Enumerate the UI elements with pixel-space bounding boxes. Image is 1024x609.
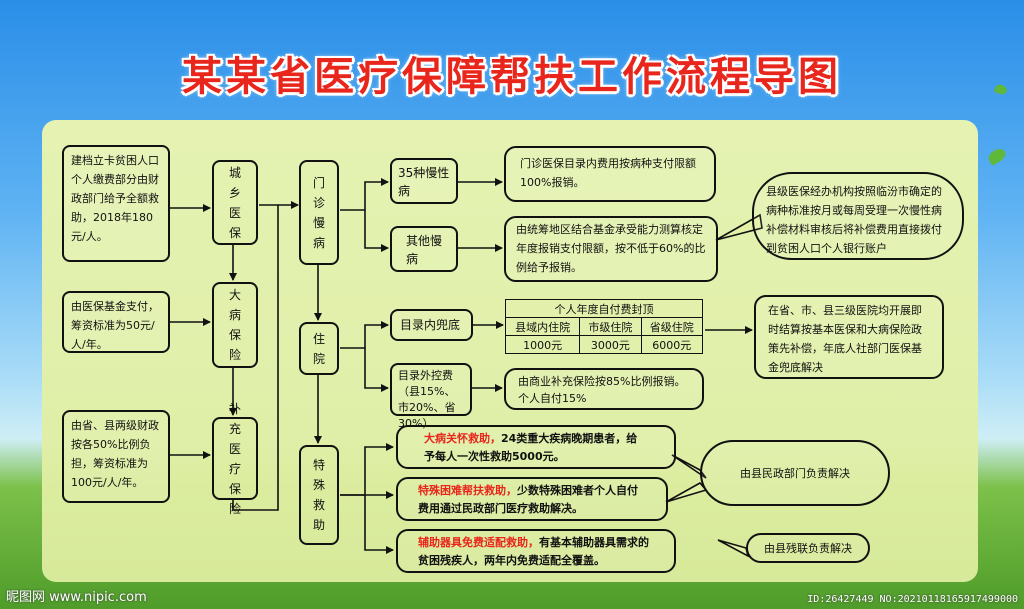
node-label: 特殊救助 xyxy=(312,458,325,532)
callout-outpatient-settlement: 县级医保经办机构按照临汾市确定的病种标准按月或每周受理一次慢性病补偿材料审核后将… xyxy=(752,172,964,260)
table-cell: 1000元 xyxy=(504,335,581,354)
note-fiscal-burden: 由省、县两级财政按各50%比例负担，筹资标准为100元/人/年。 xyxy=(62,410,170,503)
callout-text: 由县残联负责解决 xyxy=(764,541,852,555)
callout-disabled-federation: 由县残联负责解决 xyxy=(746,533,870,563)
special-critical-illness: 大病关怀救助，24类重大疾病晚期患者，给予每人一次性救助5000元。 xyxy=(396,425,676,469)
callout-text: 由县民政部门负责解决 xyxy=(740,466,850,480)
table-header: 省级住院 xyxy=(640,317,704,336)
table-header: 市级住院 xyxy=(579,317,642,336)
self-pay-cap-table: 个人年度自付费封顶 县域内住院 市级住院 省级住院 1000元 3000元 60… xyxy=(504,299,704,354)
node-label: 住院 xyxy=(312,331,325,366)
table-cell: 3000元 xyxy=(579,335,642,354)
desc-text: 门诊医保目录内费用按病种支付限额100%报销。 xyxy=(520,157,696,189)
desc-text: 由商业补充保险按85%比例报销。个人自付15% xyxy=(518,375,686,405)
table-cell: 6000元 xyxy=(640,335,704,354)
node-label: 目录内兜底 xyxy=(400,318,461,332)
callout-civil-affairs: 由县民政部门负责解决 xyxy=(700,440,890,506)
node-other-chronic: 其他慢病 xyxy=(390,226,458,272)
node-label: 补充医疗保险 xyxy=(228,401,241,516)
callout-text: 县级医保经办机构按照临汾市确定的病种标准按月或每周受理一次慢性病补偿材料审核后将… xyxy=(766,185,942,255)
node-supplementary-insurance: 补充医疗保险 xyxy=(212,402,258,516)
page-title: 某某省医疗保障帮扶工作流程导图 xyxy=(182,54,842,100)
node-inpatient: 住院 xyxy=(299,322,339,375)
note-text: 由省、县两级财政按各50%比例负担，筹资标准为100元/人/年。 xyxy=(71,419,159,489)
item-heading: 大病关怀救助， xyxy=(424,432,501,445)
node-urban-rural-insurance: 城乡医保 xyxy=(212,160,258,245)
note-text: 由医保基金支付，筹资标准为50元/人/年。 xyxy=(71,300,159,351)
table-title: 个人年度自付费封顶 xyxy=(505,299,703,318)
node-outpatient-chronic: 门诊慢病 xyxy=(299,160,339,265)
node-label: 城乡医保 xyxy=(228,165,241,240)
item-heading: 辅助器具免费适配救助， xyxy=(418,536,539,549)
desc-out-catalog: 由商业补充保险按85%比例报销。个人自付15% xyxy=(504,368,704,410)
node-label: 门诊慢病 xyxy=(312,175,325,250)
desc-other-chronic: 由统筹地区结合基金承受能力测算核定年度报销支付限额，按不低于60%的比例给予报销… xyxy=(504,216,718,282)
callout-text: 在省、市、县三级医院均开展即时结算按基本医保和大病保险政策先补偿，年底人社部门医… xyxy=(768,304,922,374)
node-label: 其他慢病 xyxy=(406,234,443,266)
note-individual-contribution: 建档立卡贫困人口个人缴费部分由财政部门给予全额救助，2018年180元/人。 xyxy=(62,145,170,262)
callout-inpatient-settlement: 在省、市、县三级医院均开展即时结算按基本医保和大病保险政策先补偿，年底人社部门医… xyxy=(754,295,944,379)
watermark-site: 昵图网 www.nipic.com xyxy=(6,590,147,605)
node-out-catalog-control: 目录外控费（县15%、市20%、省30%） xyxy=(390,363,472,430)
item-text: 24类重大疾病晚期患者，给予每人一次性救助5000元。 xyxy=(424,432,638,463)
note-fund-payment: 由医保基金支付，筹资标准为50元/人/年。 xyxy=(62,291,170,353)
note-text: 建档立卡贫困人口个人缴费部分由财政部门给予全额救助，2018年180元/人。 xyxy=(71,154,159,243)
special-hardship: 特殊困难帮扶救助，少数特殊困难者个人自付费用通过民政部门医疗救助解决。 xyxy=(396,477,668,521)
table-header: 县域内住院 xyxy=(504,317,581,336)
watermark-id: ID:26427449 NO:20210118165917499000 xyxy=(807,594,1018,605)
node-in-catalog-guarantee: 目录内兜底 xyxy=(390,309,473,341)
node-label: 35种慢性病 xyxy=(398,166,450,198)
node-special-assistance: 特殊救助 xyxy=(299,445,339,545)
node-35-chronic-diseases: 35种慢性病 xyxy=(390,158,458,204)
desc-text: 由统筹地区结合基金承受能力测算核定年度报销支付限额，按不低于60%的比例给予报销… xyxy=(516,223,706,274)
node-major-illness-insurance: 大病保险 xyxy=(212,282,258,368)
special-assistive-devices: 辅助器具免费适配救助，有基本辅助器具需求的贫困残疾人，两年内免费适配全覆盖。 xyxy=(396,529,676,573)
item-text: 有基本辅助器具需求的贫困残疾人，两年内免费适配全覆盖。 xyxy=(418,536,649,567)
item-heading: 特殊困难帮扶救助， xyxy=(418,484,517,497)
node-label: 大病保险 xyxy=(228,288,241,362)
desc-35-chronic: 门诊医保目录内费用按病种支付限额100%报销。 xyxy=(504,146,716,202)
item-text: 少数特殊困难者个人自付费用通过民政部门医疗救助解决。 xyxy=(418,484,638,515)
